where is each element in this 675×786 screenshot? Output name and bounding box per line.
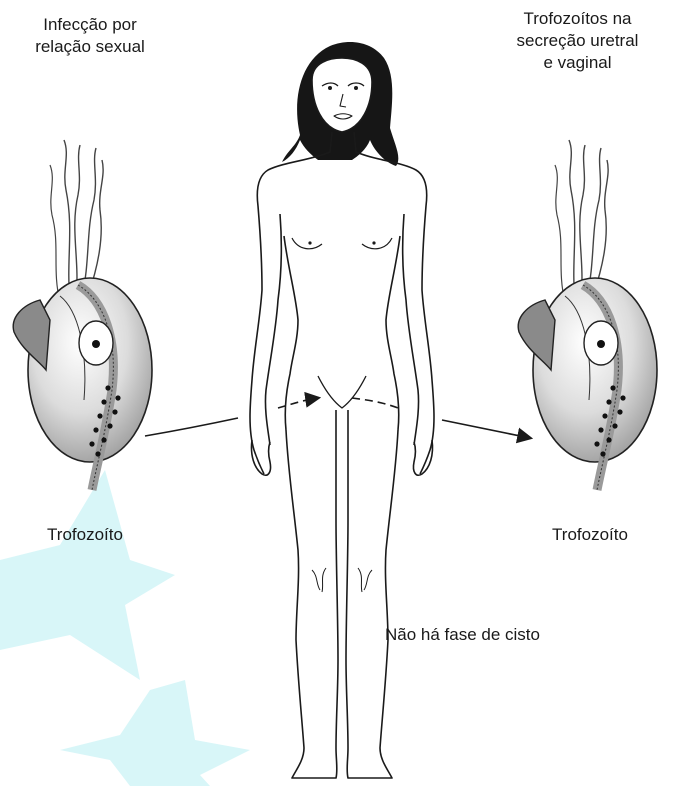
- decorative-star-lower: [60, 680, 250, 786]
- solid-arrow-left: [145, 418, 238, 436]
- trophozoite-right-illustration: [518, 140, 657, 490]
- no-cyst-label: Não há fase de cisto: [385, 624, 605, 646]
- human-figure: [250, 42, 434, 778]
- trophozoite-right-label: Trofozoíto: [525, 524, 655, 546]
- dashed-arrow-exit: [352, 398, 398, 408]
- trophozoite-left-label: Trofozoíto: [20, 524, 150, 546]
- solid-arrow-right: [442, 420, 530, 438]
- infection-label: Infecção por relação sexual: [0, 14, 180, 58]
- secretion-label: Trofozoítos na secreção uretral e vagina…: [480, 8, 675, 74]
- dashed-arrow-entry: [278, 398, 318, 408]
- trophozoite-left-illustration: [13, 140, 152, 490]
- decorative-star-upper: [0, 470, 175, 680]
